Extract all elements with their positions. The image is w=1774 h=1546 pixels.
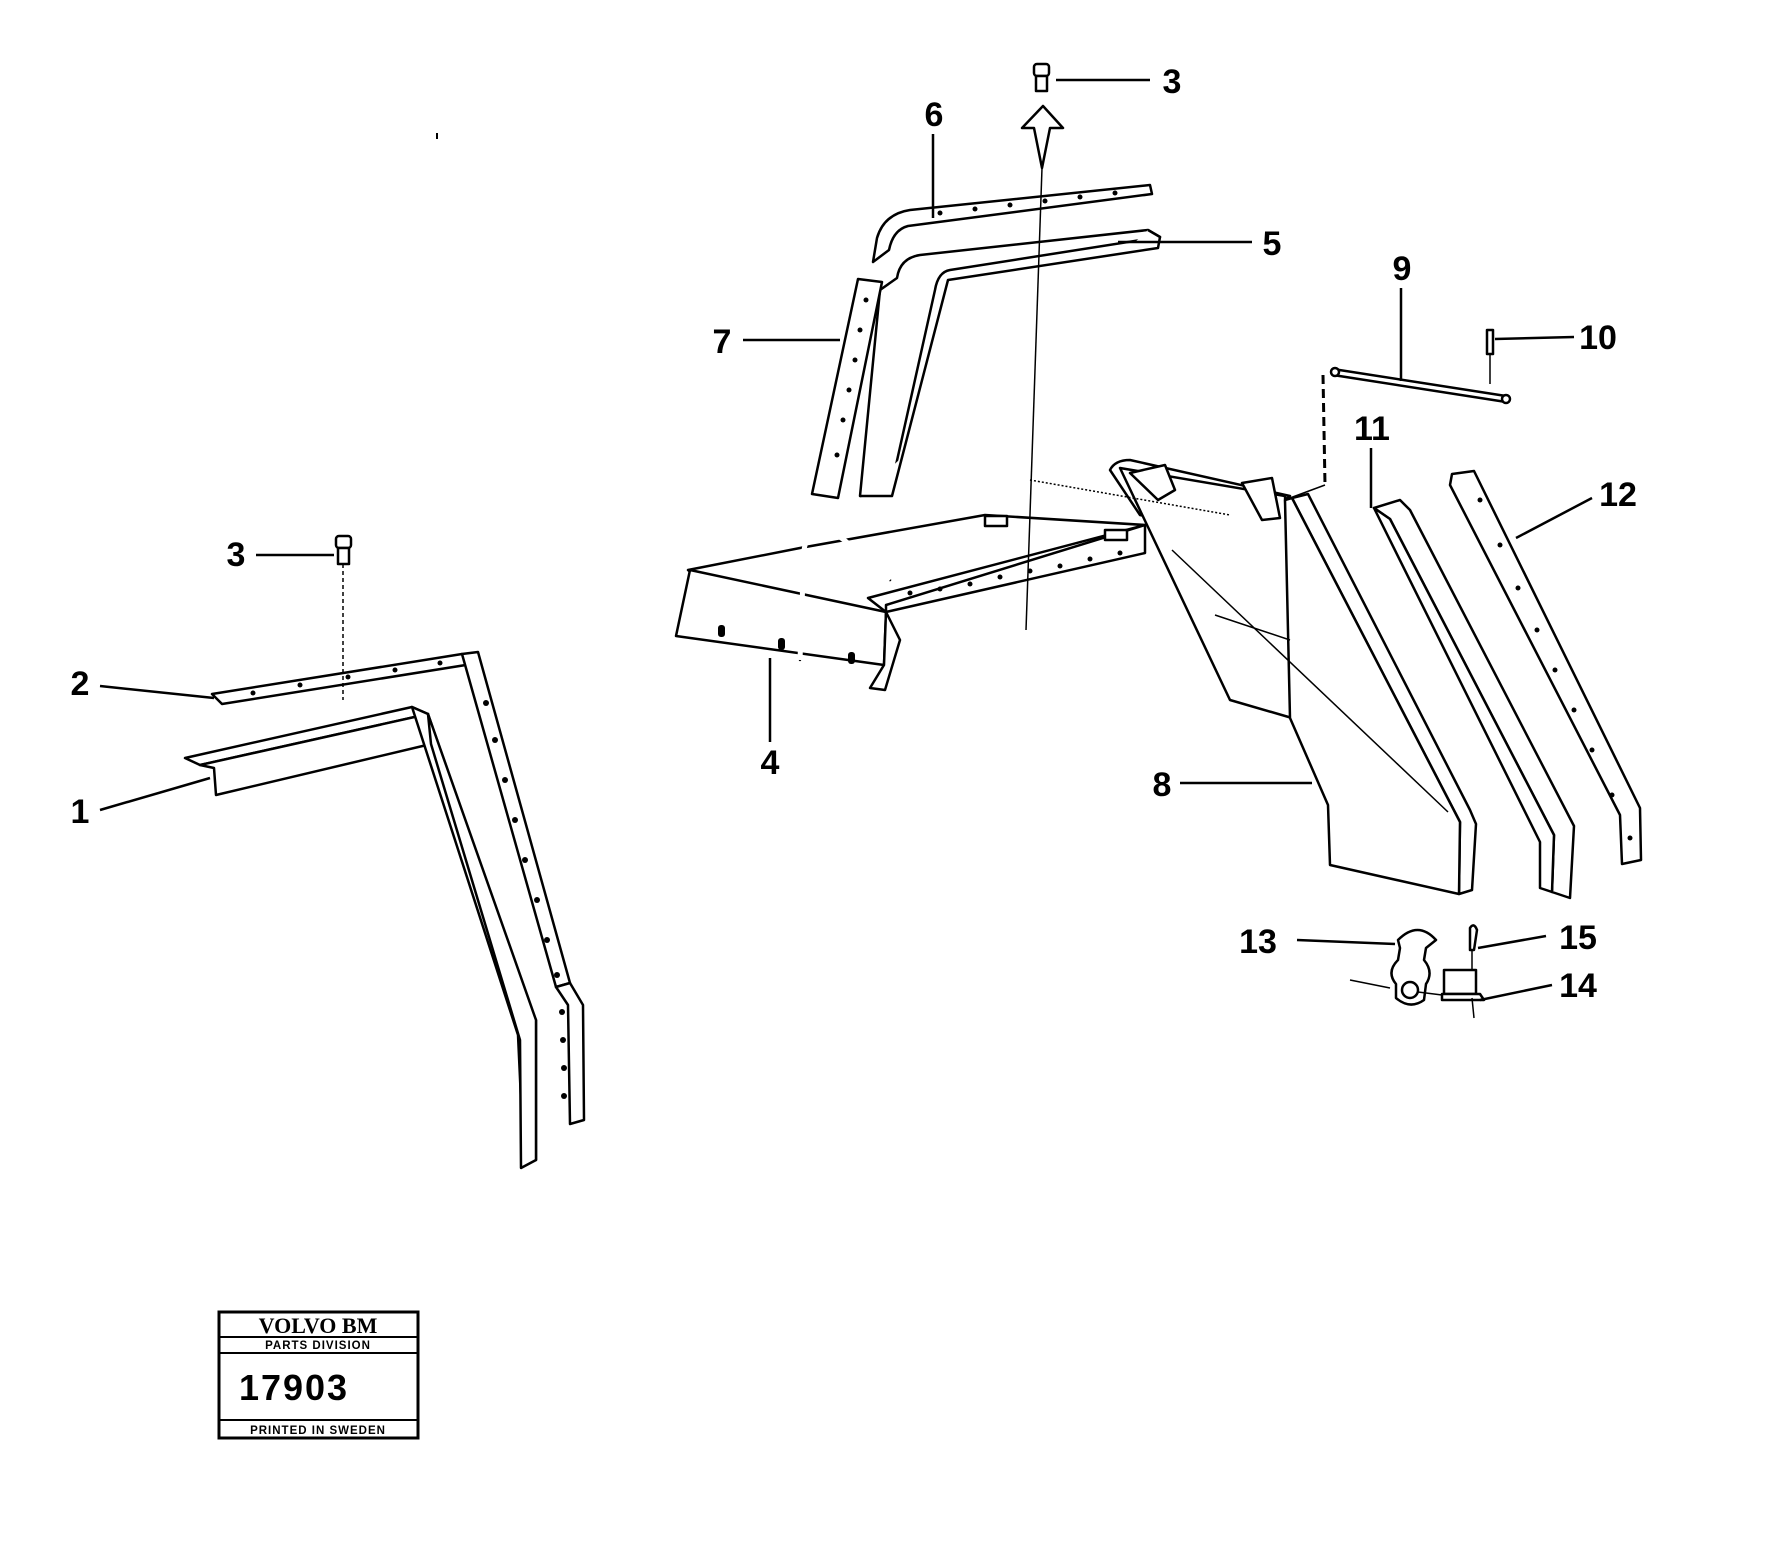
callout-10: 10 xyxy=(1579,319,1617,357)
part-13-latch xyxy=(1349,928,1451,1006)
stamp-division: PARTS DIVISION xyxy=(265,1340,371,1352)
part-12-flat-rail xyxy=(1448,469,1643,866)
callout-14: 14 xyxy=(1559,967,1597,1005)
callout-8: 8 xyxy=(1153,766,1172,804)
part-11-channel-rail xyxy=(1372,498,1576,900)
callout-3-top: 3 xyxy=(1163,63,1182,101)
callout-13: 13 xyxy=(1239,923,1277,961)
callout-11: 11 xyxy=(1354,410,1390,448)
leader-lines xyxy=(99,78,1593,1002)
part-3-bolt-top xyxy=(1020,62,1065,631)
part-5-upper-channel xyxy=(858,228,1162,498)
callout-labels: 1 2 3 3 4 5 6 7 8 9 10 11 12 13 14 15 xyxy=(71,63,1637,1005)
stamp-number: 17903 xyxy=(239,1367,349,1408)
callout-1: 1 xyxy=(71,793,90,831)
part-6-upper-rail xyxy=(871,183,1154,264)
callout-6: 6 xyxy=(925,96,944,134)
part-8-step-frame xyxy=(1029,458,1478,896)
callout-3-left: 3 xyxy=(227,536,246,574)
part-15-cotter-pin xyxy=(1468,924,1479,970)
volvo-bm-stamp: VOLVO BM PARTS DIVISION 17903 PRINTED IN… xyxy=(217,1310,420,1440)
stamp-brand: VOLVO BM xyxy=(259,1313,378,1338)
callout-4: 4 xyxy=(761,744,780,782)
part-9-rod xyxy=(1289,366,1512,499)
callout-2: 2 xyxy=(71,665,90,703)
callout-9: 9 xyxy=(1393,250,1412,288)
callout-5: 5 xyxy=(1263,225,1282,263)
part-14-hinge-pin xyxy=(1440,968,1486,1019)
callout-15: 15 xyxy=(1559,919,1597,957)
callout-7: 7 xyxy=(713,323,732,361)
callout-12: 12 xyxy=(1599,476,1637,514)
part-10-pin xyxy=(1485,328,1495,384)
part-7-side-rail xyxy=(810,277,884,500)
part-1-angle-bracket xyxy=(183,705,538,1170)
part-3-bolt-left xyxy=(334,534,353,700)
part-4-platform xyxy=(674,513,1147,692)
part-2-plate xyxy=(210,650,586,1126)
stamp-printed: PRINTED IN SWEDEN xyxy=(250,1425,386,1437)
